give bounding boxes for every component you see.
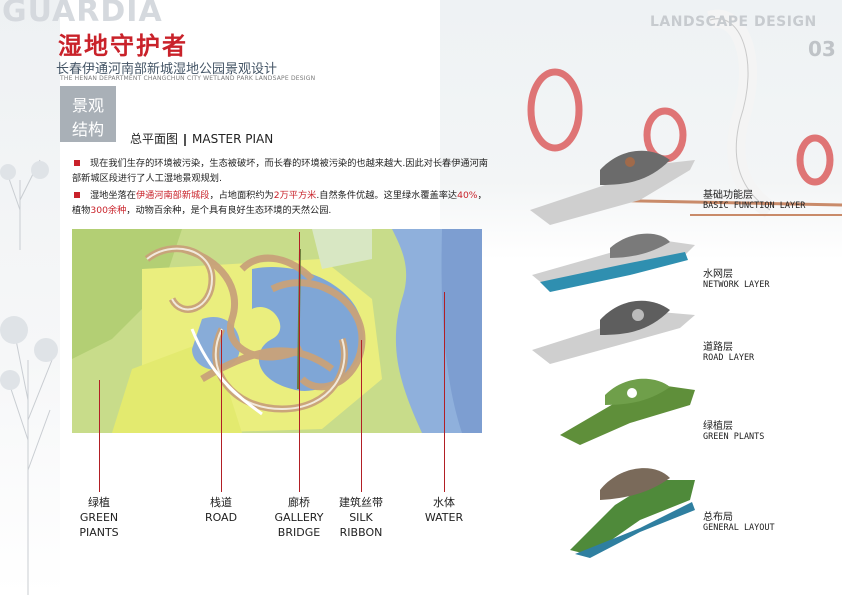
legend-cn: 建筑丝带: [339, 496, 383, 509]
p2-location: 伊通河南部新城段: [135, 190, 210, 201]
p2-percent: 40%: [457, 190, 478, 201]
paragraph-1-text: 现在我们生存的环境被污染，生态被破坏，而长春的环境被污染的也越来越大.因此对长春…: [72, 158, 488, 184]
layer-cn: 绿植层: [703, 421, 733, 432]
layer-cn: 道路层: [703, 342, 733, 353]
legend-cn: 水体: [433, 496, 455, 509]
legend-en2: PIANTS: [79, 526, 119, 539]
callout-line-silk-ribbon: [361, 340, 362, 492]
page-title: 湿地守护者: [58, 32, 188, 60]
layer-water-network-render: [532, 233, 695, 292]
master-plan-drawing: [72, 229, 482, 433]
p2-text-a: 湿地坐落在: [90, 190, 136, 201]
p2-plants: 300余种: [90, 205, 127, 216]
layer-basic-function: 基础功能层 BASIC FUNCTION LAYER: [703, 186, 833, 211]
plan-heading-en: MASTER PIAN: [192, 132, 274, 146]
p2-area: 2万平方米: [273, 190, 317, 201]
legend-water: 水体 WATER: [414, 495, 474, 525]
legend-cn: 栈道: [210, 496, 232, 509]
layer-general-layout-render: [570, 468, 695, 558]
layer-green-plants-render: [560, 378, 695, 445]
legend-green-plants: 绿植 GREEN PIANTS: [69, 495, 129, 540]
p2-text-b: ，占地面积约为: [209, 190, 274, 201]
legend-en1: WATER: [424, 511, 464, 524]
layer-cn: 总布局: [703, 512, 733, 523]
legend-en2: RIBBON: [339, 526, 383, 539]
layer-green-plants: 绿植层 GREEN PLANTS: [703, 417, 833, 442]
tree-illustration: [0, 159, 58, 595]
legend-en1: ROAD: [204, 511, 238, 524]
layer-en: GREEN PLANTS: [703, 432, 765, 442]
plan-heading-cn: 总平面图: [130, 132, 179, 146]
legend-en1: GREEN: [79, 511, 119, 524]
layer-en: GENERAL LAYOUT: [703, 523, 775, 533]
callout-line-road: [221, 330, 222, 492]
layer-road-render: [532, 300, 695, 364]
master-plan-map: [72, 229, 482, 433]
intro-paragraph-1: 现在我们生存的环境被污染，生态被破坏，而长春的环境被污染的也越来越大.因此对长春…: [72, 156, 492, 186]
page-number: 03: [808, 37, 836, 61]
layer-cn: 基础功能层: [703, 190, 753, 201]
legend-silk-ribbon: 建筑丝带 SILK RIBBON: [326, 495, 396, 540]
section-label-box: [60, 86, 116, 142]
header-landscape-design: LANDSCAPE DESIGN: [650, 14, 817, 30]
plan-heading: 总平面图 MASTER PIAN: [130, 130, 273, 147]
brand-logo-text: GUARDIA: [2, 0, 163, 29]
layer-water-network: 水网层 NETWORK LAYER: [703, 265, 833, 290]
layer-en: BASIC FUNCTION LAYER: [703, 201, 806, 211]
legend-cn: 绿植: [88, 496, 110, 509]
p2-text-c: .自然条件优越。这里绿水覆盖率达: [316, 190, 458, 201]
layer-cn: 水网层: [703, 269, 733, 280]
p2-text-e: ，动物百余种，是个具有良好生态环境的天然公园.: [126, 205, 332, 216]
bullet-square-icon: [74, 160, 80, 166]
layer-en: NETWORK LAYER: [703, 280, 770, 290]
layer-general-layout: 总布局 GENERAL LAYOUT: [703, 508, 833, 533]
page-subtitle: 长春伊通河南部新城湿地公园景观设计: [56, 62, 278, 77]
legend-en2: BRIDGE: [277, 526, 321, 539]
layer-en: ROAD LAYER: [703, 353, 755, 363]
callout-line-gallery-bridge: [299, 232, 300, 492]
legend-gallery-bridge: 廊桥 GALLERY BRIDGE: [267, 495, 331, 540]
section-label-line2: 结构: [71, 120, 104, 139]
legend-en1: SILK: [349, 511, 373, 524]
bullet-square-icon: [74, 192, 80, 198]
callout-line-green-plants: [99, 380, 100, 492]
legend-road: 栈道 ROAD: [191, 495, 251, 525]
layer-basic-function-render: [530, 150, 695, 225]
intro-paragraph-2: 湿地坐落在伊通河南部新城段，占地面积约为2万平方米.自然条件优越。这里绿水覆盖率…: [72, 188, 492, 218]
section-label-line1: 景观: [71, 96, 104, 115]
page-subtitle-english: THE HENAN DEPARTMENT CHANGCHUN CITY WETL…: [60, 75, 316, 82]
legend-en1: GALLERY: [274, 511, 324, 524]
bridge-render-background: [440, 0, 842, 260]
callout-line-water: [444, 292, 445, 492]
left-decor-strip: [0, 0, 60, 595]
layer-road: 道路层 ROAD LAYER: [703, 338, 833, 363]
heading-divider: [184, 133, 187, 146]
legend-cn: 廊桥: [288, 496, 310, 509]
p2-text-d: ，植物: [72, 190, 487, 216]
